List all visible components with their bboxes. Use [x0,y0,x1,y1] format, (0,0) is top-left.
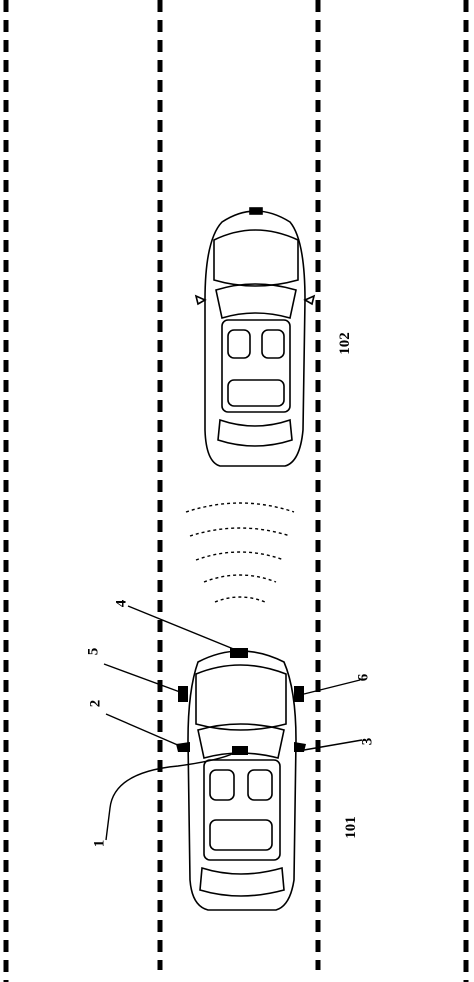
leader-6 [303,679,361,695]
vehicle-101-rear-seat [209,819,273,851]
leader-5 [103,663,181,693]
radar-waves [185,502,295,603]
label-102: 102 [336,332,353,355]
side-sensor-6 [294,686,304,702]
vehicle-102-seat-left [227,329,251,359]
vehicle-102-cabin [221,319,291,413]
camera-1 [232,746,248,755]
label-101: 101 [342,816,359,839]
vehicle-102-rear-window [217,418,293,447]
vehicle-102 [194,207,316,467]
radar-wave-3 [195,551,285,561]
label-1: 1 [91,839,108,848]
label-5: 5 [85,647,102,656]
front-radar-4 [230,648,248,658]
leader-4 [127,605,237,651]
vehicle-101-body [187,650,297,911]
vehicle-101 [187,650,297,911]
vehicle-102-mirror-left [194,294,207,306]
leader-3 [303,739,363,751]
leader-2 [105,713,181,747]
vehicle-102-mirror-right [303,294,316,306]
vehicle-101-seat-right [247,769,273,801]
radar-wave-5 [185,502,295,513]
radar-wave-4 [189,527,291,537]
lane-markings [3,0,469,982]
label-2: 2 [87,699,104,708]
radar-wave-2 [203,574,277,583]
vehicle-102-hood [213,229,299,287]
vehicle-101-seat-left [209,769,235,801]
label-3: 3 [359,737,376,746]
leader-1 [105,751,237,841]
vehicle-101-rear-window [199,866,285,897]
vehicle-101-hood [195,664,287,731]
vehicle-102-windshield [215,283,297,320]
radar-wave-1 [214,596,266,603]
vehicle-102-front-sensor [249,207,263,215]
components [176,648,306,755]
label-4: 4 [113,599,130,608]
vehicle-102-rear-seat [227,379,285,407]
label-6: 6 [355,673,372,682]
vehicle-101-cabin [203,759,281,861]
side-sensor-5 [178,686,188,702]
leader-lines [103,605,363,841]
mirror-3 [294,742,306,752]
vehicle-102-seat-right [261,329,285,359]
vehicle-101-windshield [197,723,285,759]
vehicle-102-body [204,210,306,467]
mirror-2 [176,742,190,752]
